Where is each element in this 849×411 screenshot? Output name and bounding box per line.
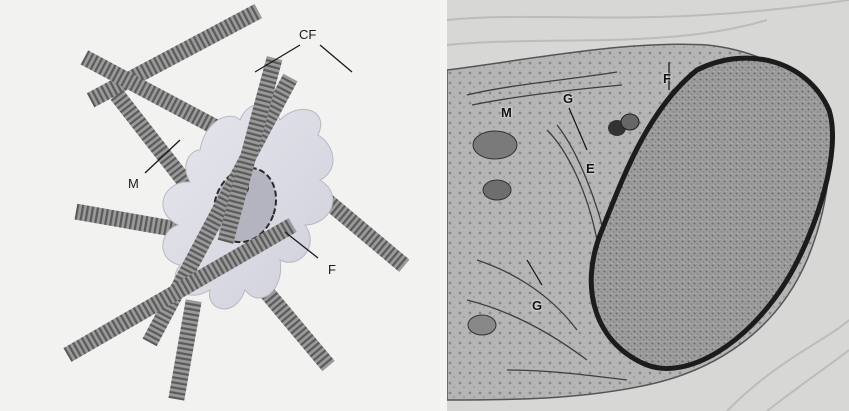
fibroblast-drawing	[0, 0, 440, 411]
em-label-er: E	[586, 162, 595, 175]
mitochondrion	[483, 180, 511, 200]
em-label-mitochondria: M	[501, 106, 512, 119]
em-label-golgi-bottom: G	[532, 299, 542, 312]
mitochondrion	[621, 114, 639, 130]
vesicle	[468, 315, 496, 335]
em-label-golgi-top: G	[563, 92, 573, 105]
label-collagen-fibers: CF	[299, 28, 316, 41]
mitochondrion	[473, 131, 517, 159]
label-fibroblast: F	[328, 263, 336, 276]
micrograph-image	[447, 0, 849, 411]
em-label-fibril: F	[663, 72, 671, 85]
fibroblast-diagram: CF M F	[0, 0, 440, 411]
electron-micrograph: M G E F G	[447, 0, 849, 411]
label-mitochondria: M	[128, 177, 139, 190]
